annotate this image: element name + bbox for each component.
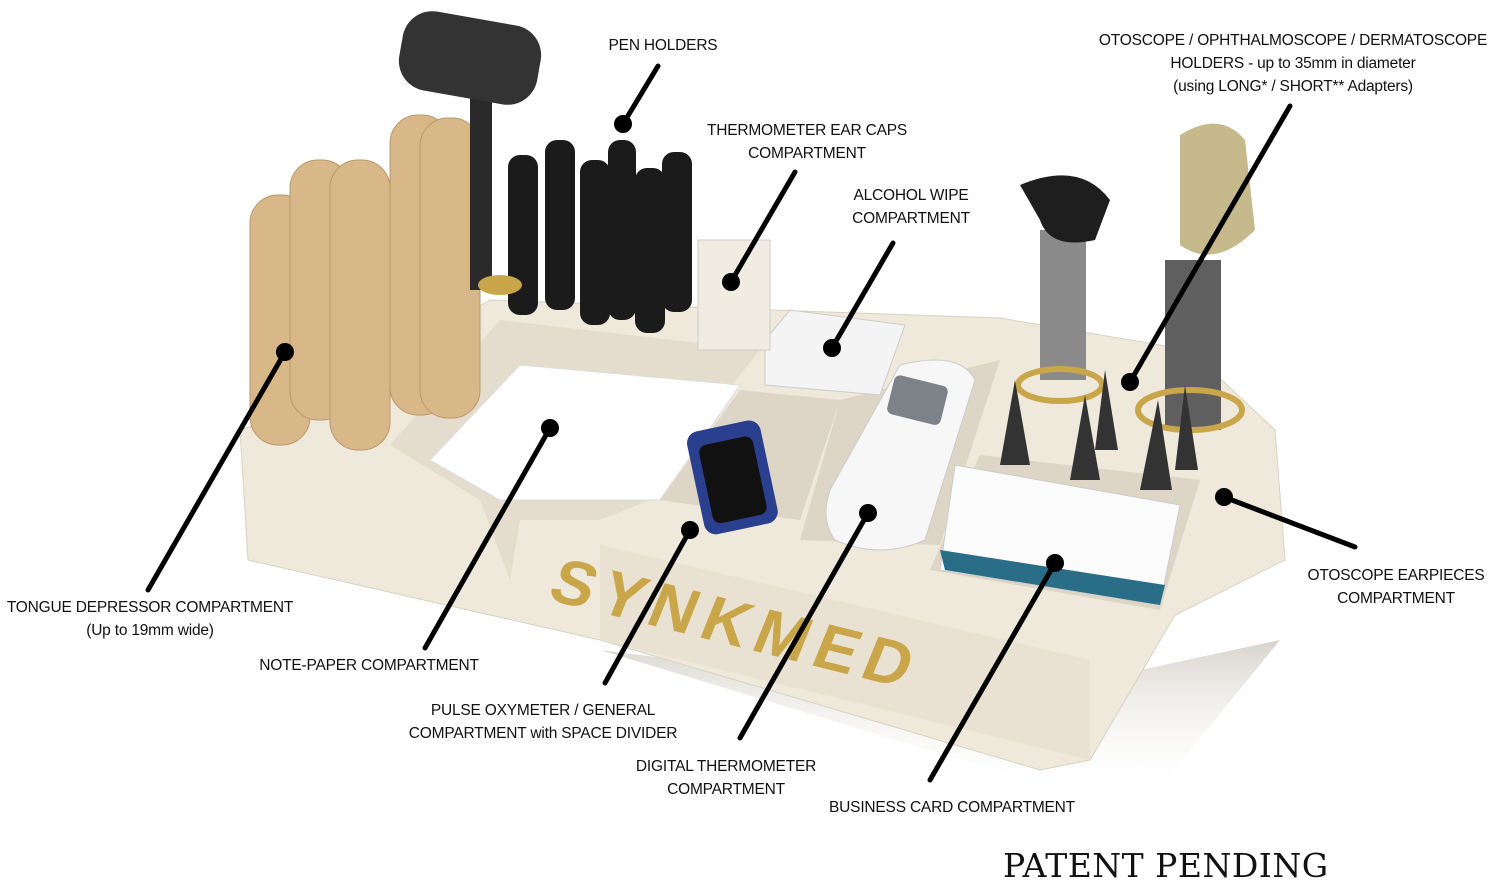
callout-text-line: COMPARTMENT [748, 145, 866, 162]
callout-dot-alcohol-wipe [823, 339, 841, 357]
callout-text-line: DIGITAL THERMOMETER [635, 758, 817, 775]
leader-line-otoscope-holders [1127, 103, 1293, 385]
leader-line-otoscope-earpieces [1221, 494, 1358, 550]
label-note-paper: NOTE-PAPER COMPARTMENT [259, 654, 479, 677]
leader-line-tongue-depressor [145, 349, 288, 593]
callout-text-line: HOLDERS - up to 35mm in diameter [1170, 55, 1416, 72]
callout-dot-tongue-depressor [276, 343, 294, 361]
label-digital-thermometer: DIGITAL THERMOMETER COMPARTMENT [636, 755, 816, 801]
otoscope-handle-left [398, 11, 542, 295]
oximeter-screen [699, 436, 767, 524]
leader-line-business-card [927, 560, 1058, 783]
callout-dot-pulse-oximeter [681, 521, 699, 539]
label-thermometer-ear-caps: THERMOMETER EAR CAPS COMPARTMENT [707, 119, 907, 165]
callout-dot-thermometer-ear-caps [722, 273, 740, 291]
label-pulse-oximeter: PULSE OXYMETER / GENERAL COMPARTMENT with… [408, 699, 678, 745]
callout-dot-otoscope-earpieces [1215, 488, 1233, 506]
card-stripe [940, 550, 1165, 605]
callout-text-line: COMPARTMENT with SPACE DIVIDER [408, 725, 678, 742]
tray-front [600, 545, 1090, 760]
callout-text-line: (Up to 19mm wide) [86, 622, 214, 639]
callout-text-line: TONGUE DEPRESSOR COMPARTMENT [6, 599, 294, 616]
label-alcohol-wipe: ALCOHOL WIPE COMPARTMENT [852, 184, 970, 230]
label-pen-holders: PEN HOLDERS [609, 34, 718, 57]
callout-text-line: PULSE OXYMETER / GENERAL [430, 702, 656, 719]
callout-dot-note-paper [541, 419, 559, 437]
leader-line-digital-thermometer [737, 510, 871, 741]
callout-dot-business-card [1046, 554, 1064, 572]
leader-line-note-paper [422, 425, 553, 651]
callout-text-line: ALCOHOL WIPE [853, 187, 969, 204]
otoscope-right [1015, 175, 1110, 404]
callout-text-line: COMPARTMENT [1337, 590, 1455, 607]
leader-line-pulse-oximeter [602, 527, 693, 686]
patent-pending-text: PATENT PENDING [1003, 846, 1329, 885]
callout-text-line: OTOSCOPE / OPHTHALMOSCOPE / DERMATOSCOPE [1098, 32, 1488, 49]
pens [508, 140, 692, 333]
thermometer-display [887, 375, 948, 425]
leader-line-pen-holders [620, 63, 661, 127]
callout-dot-digital-thermometer [859, 504, 877, 522]
callout-text-line: PEN HOLDERS [608, 37, 718, 54]
callout-text-line: COMPARTMENT [852, 210, 970, 227]
tongue-depressors [249, 114, 481, 451]
callout-text-line: NOTE-PAPER COMPARTMENT [259, 657, 479, 674]
callout-text-line: BUSINESS CARD COMPARTMENT [829, 799, 1075, 816]
callout-text-line: COMPARTMENT [667, 781, 785, 798]
callout-dot-otoscope-holders [1121, 373, 1139, 391]
label-tongue-depressor: TONGUE DEPRESSOR COMPARTMENT (Up to 19mm … [6, 596, 294, 642]
leader-line-thermometer-ear-caps [728, 169, 798, 285]
callout-dot-pen-holders [614, 115, 632, 133]
label-business-card: BUSINESS CARD COMPARTMENT [829, 796, 1075, 819]
label-otoscope-earpieces: OTOSCOPE EARPIECES COMPARTMENT [1308, 564, 1485, 610]
leader-line-alcohol-wipe [829, 240, 896, 351]
label-otoscope-holders: OTOSCOPE / OPHTHALMOSCOPE / DERMATOSCOPE… [1099, 29, 1487, 98]
callout-text-line: OTOSCOPE EARPIECES [1307, 567, 1485, 584]
ear-caps-box [697, 239, 771, 351]
callout-text-line: THERMOMETER EAR CAPS [706, 122, 908, 139]
otoscope-earpieces [1000, 370, 1198, 490]
callout-text-line: (using LONG* / SHORT** Adapters) [1173, 78, 1413, 95]
